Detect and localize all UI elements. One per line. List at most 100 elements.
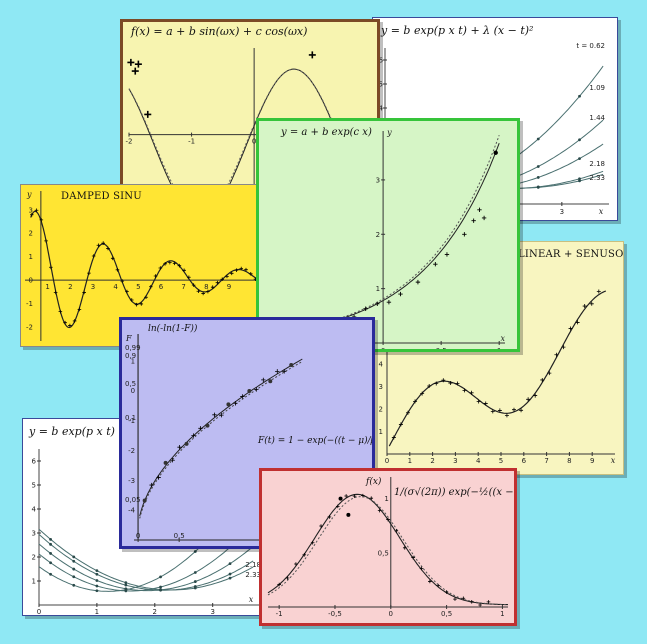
data-point xyxy=(497,408,502,413)
data-point xyxy=(49,561,52,565)
data-point xyxy=(44,239,48,243)
y-tick-label: 4 xyxy=(32,506,37,514)
data-point xyxy=(58,309,63,314)
y-tick-label: -2 xyxy=(128,447,135,455)
y-tick-label: 3 xyxy=(379,383,383,391)
y-tick-label: 1 xyxy=(29,253,33,261)
data-point xyxy=(248,272,253,276)
chart-title: y = a + b exp(c x) xyxy=(281,127,372,138)
data-point xyxy=(247,388,252,393)
data-point xyxy=(30,212,34,217)
y-tick-label: 4 xyxy=(379,105,384,113)
data-point xyxy=(72,319,77,323)
chart-title: f(x) = a + b sin(ωx) + c cos(ωx) xyxy=(131,25,308,38)
data-point xyxy=(101,241,105,245)
data-point xyxy=(519,408,524,413)
fit-curve xyxy=(30,210,264,329)
data-point xyxy=(63,320,67,325)
y-tick-label: 1 xyxy=(379,428,383,436)
data-point xyxy=(561,345,566,350)
data-point xyxy=(229,271,234,276)
data-point xyxy=(369,496,374,501)
x-tick-label: 0,5 xyxy=(436,347,447,349)
data-point xyxy=(444,252,450,257)
data-point xyxy=(254,387,259,392)
data-point xyxy=(428,579,432,584)
data-point xyxy=(310,540,315,545)
data-point xyxy=(110,256,115,261)
data-point xyxy=(578,177,581,181)
plot-area: 00,5210-1-2-3-40,990,90,50,10,05 xyxy=(125,334,368,542)
data-point xyxy=(405,410,410,415)
data-point xyxy=(302,553,307,557)
y-axis-label: y xyxy=(386,128,392,137)
data-point xyxy=(578,138,581,142)
data-point xyxy=(193,571,197,574)
x-tick-label: -2 xyxy=(126,138,133,146)
data-point xyxy=(134,302,139,307)
x-tick-label: 0 xyxy=(37,608,41,615)
y-tick-label: 6 xyxy=(32,458,37,466)
data-point xyxy=(212,412,217,418)
data-point xyxy=(34,208,39,213)
chart-title: LINEAR + SENUSOIDAL xyxy=(518,249,624,260)
data-point xyxy=(526,397,531,402)
data-point xyxy=(191,433,196,438)
weibull-formula: F(t) = 1 − exp(−((t − μ)/β)^α) xyxy=(258,436,375,446)
data-point xyxy=(95,579,99,582)
data-point xyxy=(156,475,161,480)
data-point xyxy=(448,381,453,386)
data-point xyxy=(193,580,197,583)
x-tick-label: 1 xyxy=(408,457,412,465)
data-point xyxy=(441,378,446,383)
outer-tick-label: 0,1 xyxy=(125,414,136,422)
y-tick-label: -1 xyxy=(26,300,33,308)
x-tick-label: 3 xyxy=(91,283,95,291)
data-point xyxy=(338,496,343,501)
data-point xyxy=(486,600,491,604)
data-point xyxy=(490,409,495,414)
data-point xyxy=(205,423,210,428)
data-point xyxy=(72,583,76,587)
data-point xyxy=(182,268,186,273)
x-tick-label: 0 xyxy=(252,138,256,146)
data-point xyxy=(68,323,72,328)
data-point xyxy=(163,460,168,465)
y-tick-label: -2 xyxy=(26,323,33,331)
data-point xyxy=(149,482,154,488)
data-point xyxy=(95,584,99,588)
y-tick-label: 0 xyxy=(131,387,135,395)
data-point xyxy=(134,60,142,68)
data-point xyxy=(261,377,266,383)
data-point xyxy=(352,494,357,498)
data-point xyxy=(210,285,215,289)
x-tick-label: -1 xyxy=(276,610,283,618)
data-point xyxy=(398,422,403,427)
data-point xyxy=(95,572,99,576)
data-point xyxy=(158,266,163,270)
data-point xyxy=(115,267,120,272)
series-label: 2.33 xyxy=(589,174,605,182)
data-point xyxy=(578,179,581,183)
y-tick-label: 6 xyxy=(379,57,384,65)
data-point xyxy=(144,295,148,300)
x-tick-label: 0 xyxy=(381,347,385,349)
outer-tick-label: 0,05 xyxy=(125,496,141,504)
data-point xyxy=(462,388,467,393)
data-point xyxy=(536,176,540,179)
data-point xyxy=(219,412,224,418)
series-label: 1.09 xyxy=(589,84,605,92)
data-point xyxy=(170,458,175,463)
data-point xyxy=(82,290,86,295)
x-axis-label: x xyxy=(500,334,505,343)
x-tick-label: 1 xyxy=(45,283,49,291)
x-tick-label: 8 xyxy=(204,283,208,291)
x-tick-label: 0 xyxy=(385,457,389,465)
data-point xyxy=(540,377,545,382)
data-point xyxy=(582,304,587,309)
data-point xyxy=(536,165,540,168)
data-point xyxy=(589,301,594,306)
